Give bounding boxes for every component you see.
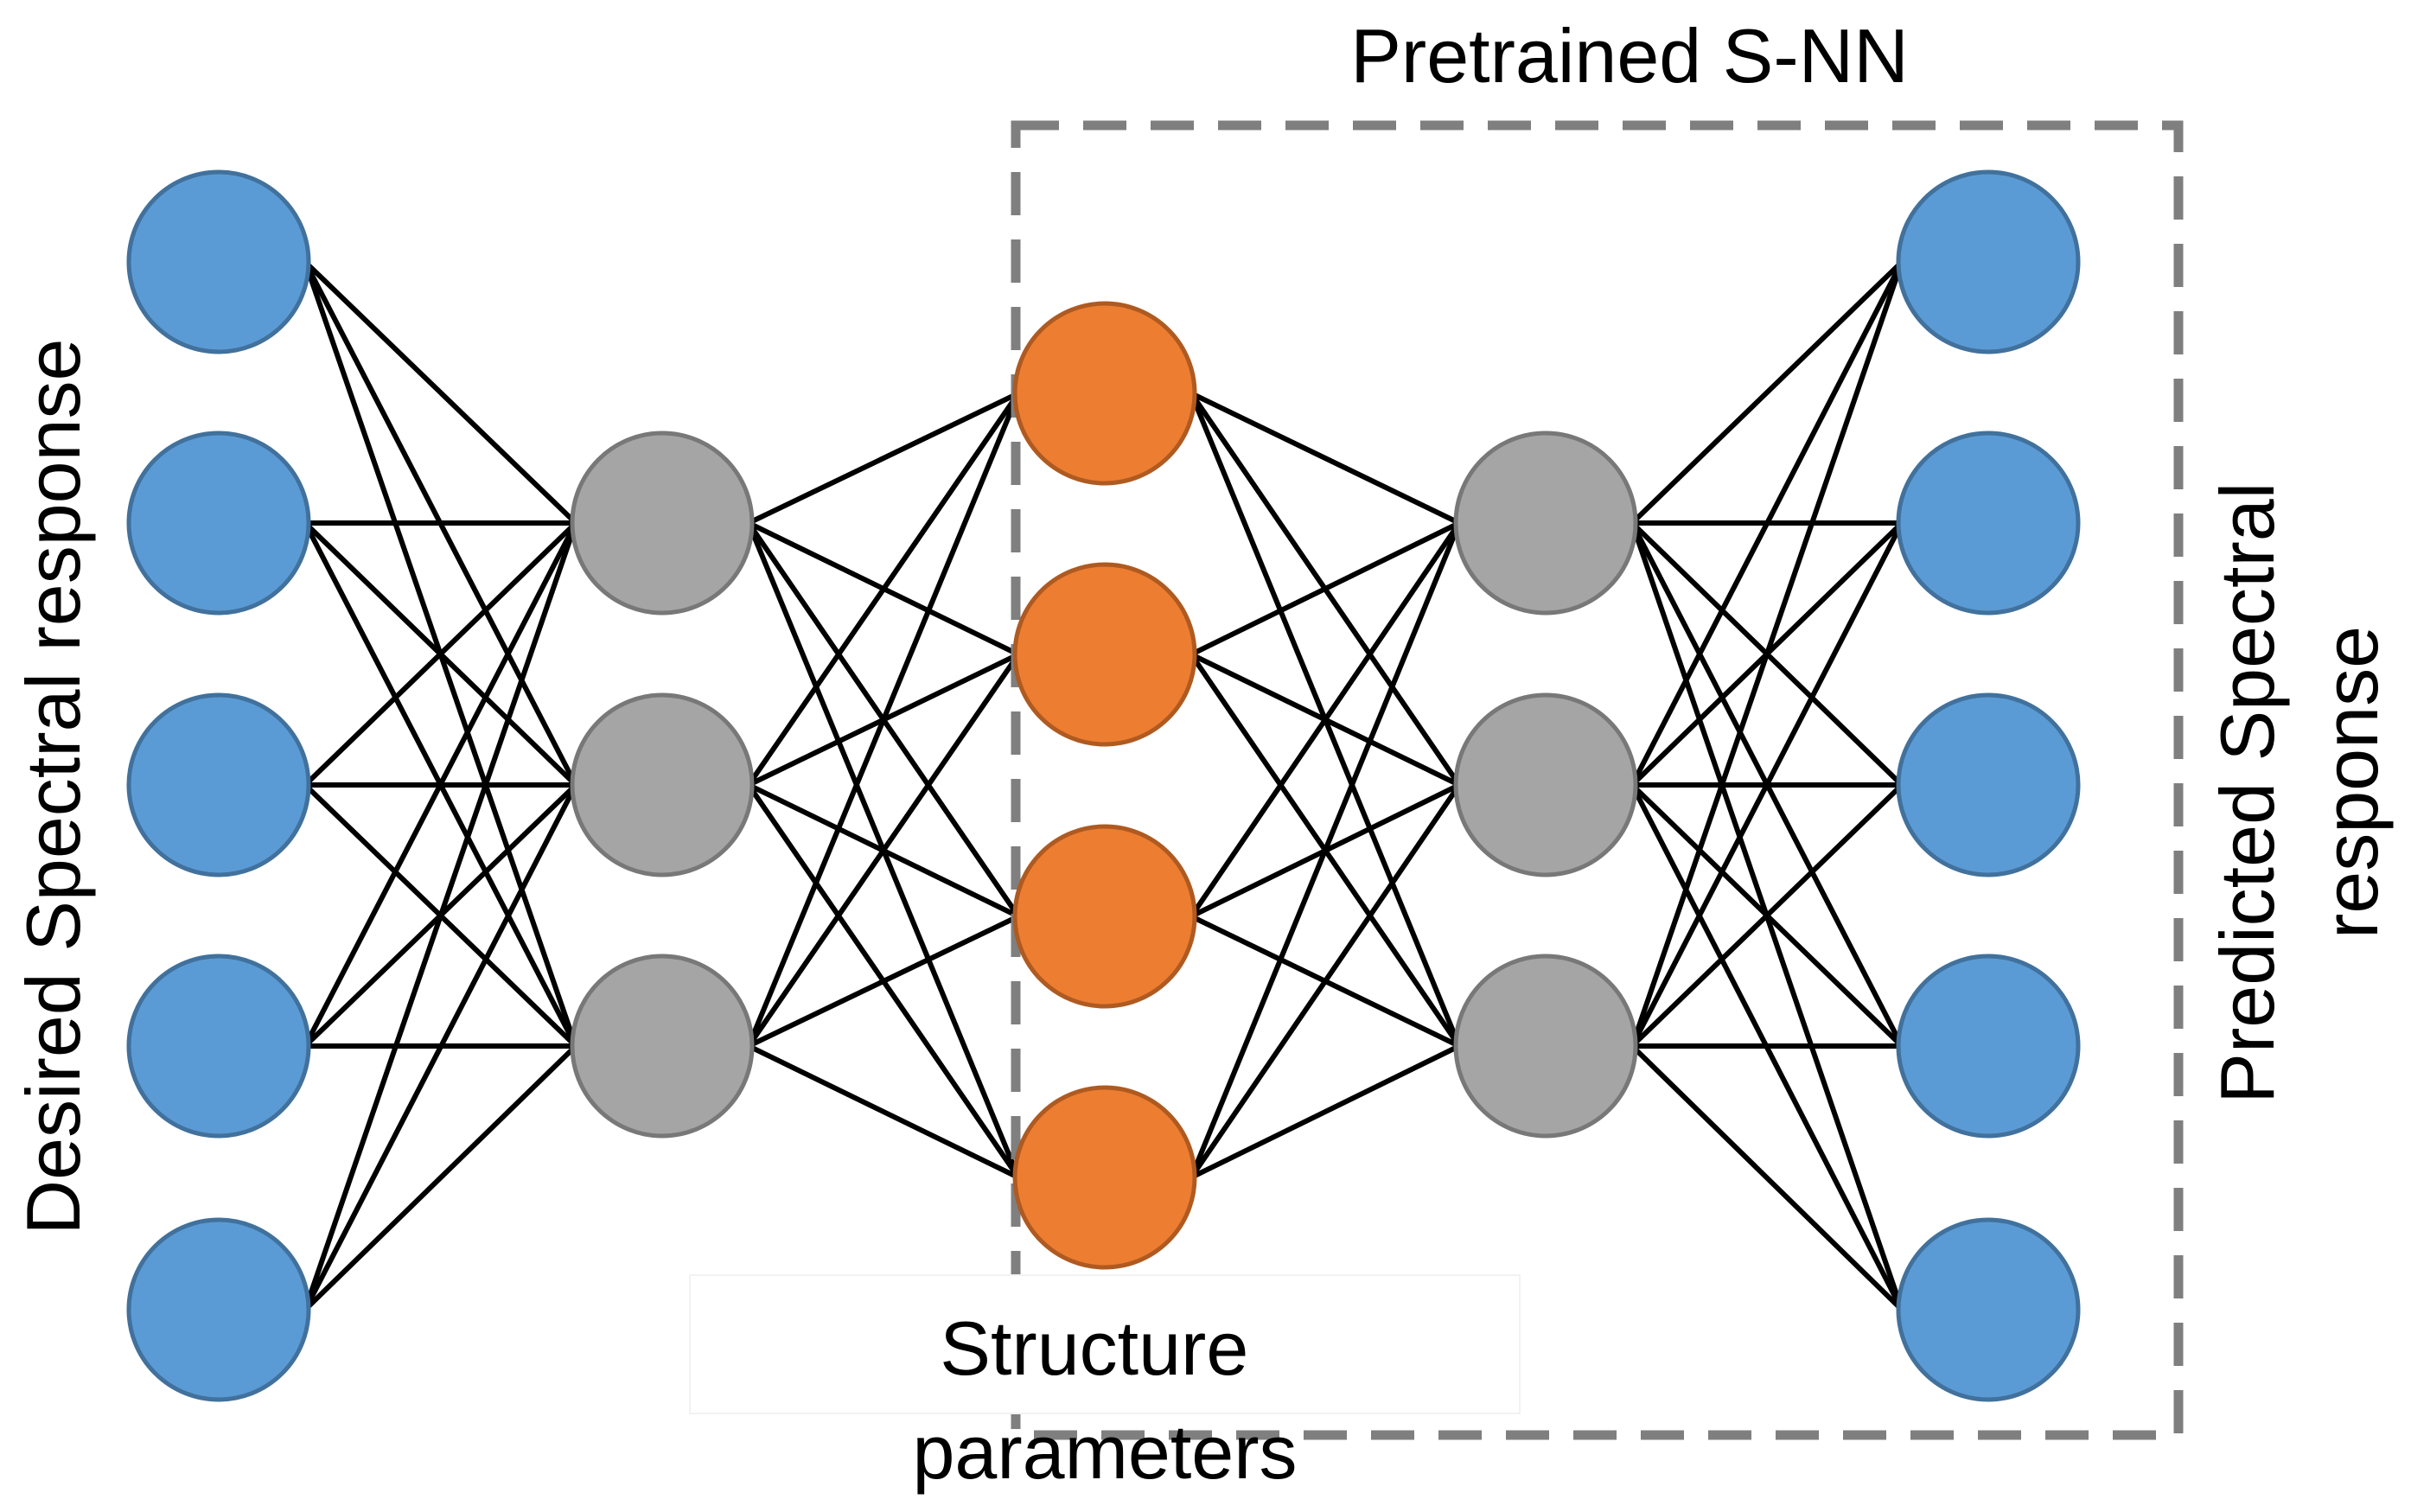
hidden-2-node-3 bbox=[1453, 954, 1638, 1139]
input-node-4 bbox=[126, 954, 311, 1139]
edge-input-5-to-hidden-1-2 bbox=[303, 783, 578, 1311]
predicted-label-line1: Predicted Spectral bbox=[2204, 482, 2290, 1104]
hidden-2-node-2 bbox=[1453, 692, 1638, 877]
pretrained-snn-box bbox=[1011, 120, 2184, 1440]
edge-hidden-2-3-to-output-5 bbox=[1630, 1043, 1904, 1312]
structure-node-2 bbox=[1012, 562, 1197, 747]
edge-hidden-1-2-to-structure-1 bbox=[746, 392, 1021, 787]
edge-hidden-1-1-to-structure-1 bbox=[747, 391, 1020, 526]
structure-node-1 bbox=[1012, 301, 1197, 486]
edge-hidden-1-3-to-structure-4 bbox=[747, 1043, 1020, 1180]
edge-hidden-2-3-to-output-2 bbox=[1630, 521, 1904, 1048]
edge-structure-2-to-hidden-2-1 bbox=[1190, 520, 1461, 657]
desired-spectral-response-label: Desired Spectral response bbox=[10, 339, 96, 1235]
edge-structure-4-to-hidden-2-3 bbox=[1190, 1043, 1461, 1180]
edge-input-1-to-hidden-1-1 bbox=[303, 259, 578, 526]
input-node-2 bbox=[126, 431, 311, 616]
edge-structure-3-to-hidden-2-1 bbox=[1189, 521, 1462, 918]
structure-node-4 bbox=[1012, 1085, 1197, 1270]
edge-hidden-1-3-to-structure-2 bbox=[746, 653, 1021, 1048]
edge-structure-1-to-hidden-2-1 bbox=[1190, 391, 1461, 526]
output-node-4 bbox=[1896, 954, 2081, 1139]
input-node-5 bbox=[126, 1217, 311, 1402]
hidden-2-node-1 bbox=[1453, 431, 1638, 616]
edge-hidden-1-3-to-structure-3 bbox=[747, 914, 1020, 1049]
predicted-spectral-response-label: Predicted Spectral response bbox=[2204, 461, 2394, 1104]
predicted-label-line2: response bbox=[2308, 626, 2394, 939]
connections bbox=[303, 259, 1904, 1312]
output-node-2 bbox=[1896, 431, 2081, 616]
pretrained-snn-title: Pretrained S-NN bbox=[1350, 13, 1909, 99]
structure-label-line2: parameters bbox=[912, 1409, 1297, 1495]
hidden-1-node-1 bbox=[570, 431, 755, 616]
edge-input-5-to-hidden-1-3 bbox=[303, 1043, 578, 1312]
hidden-1-node-2 bbox=[570, 692, 755, 877]
edge-structure-4-to-hidden-2-1 bbox=[1189, 521, 1462, 1179]
structure-label-line1: Structure bbox=[940, 1305, 1248, 1391]
edge-input-5-to-hidden-1-1 bbox=[303, 522, 578, 1311]
edge-input-4-to-hidden-1-1 bbox=[303, 521, 578, 1048]
edge-hidden-1-3-to-structure-1 bbox=[746, 392, 1021, 1048]
edge-hidden-2-1-to-output-1 bbox=[1630, 259, 1904, 526]
hidden-1-node-3 bbox=[570, 954, 755, 1139]
output-node-1 bbox=[1896, 169, 2081, 354]
output-node-3 bbox=[1896, 692, 2081, 877]
input-node-3 bbox=[126, 692, 311, 877]
edge-hidden-2-3-to-output-1 bbox=[1630, 261, 1904, 1047]
edge-input-3-to-hidden-1-1 bbox=[303, 520, 578, 788]
edge-structure-4-to-hidden-2-2 bbox=[1189, 783, 1462, 1179]
output-node-5 bbox=[1896, 1217, 2081, 1402]
edge-hidden-2-2-to-output-1 bbox=[1630, 260, 1904, 787]
neurons bbox=[126, 169, 2081, 1402]
structure-node-3 bbox=[1012, 824, 1197, 1009]
input-node-1 bbox=[126, 169, 311, 354]
edge-hidden-2-3-to-output-3 bbox=[1630, 782, 1904, 1049]
structure-parameters-label: Structure parameters bbox=[912, 1305, 1297, 1495]
structure-parameters-label-box bbox=[689, 1274, 1521, 1414]
